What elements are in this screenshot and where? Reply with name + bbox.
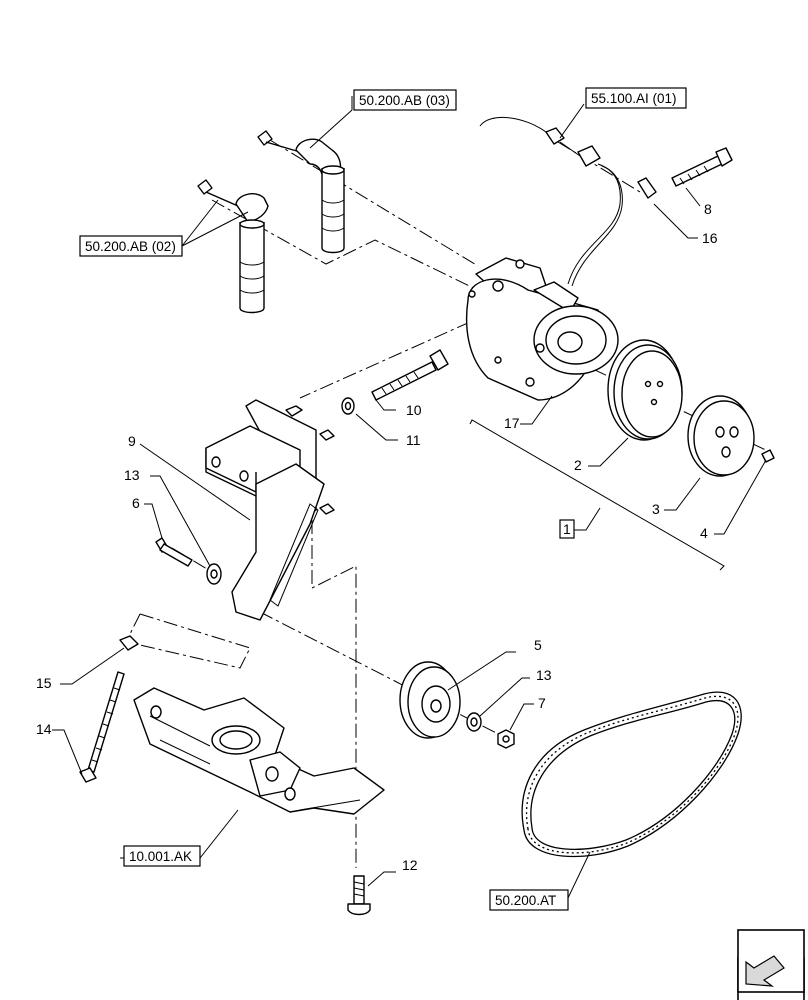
- screw-4: [761, 449, 775, 463]
- ref-ak-label: 10.001.AK: [129, 849, 192, 864]
- pulley-2: [607, 339, 683, 441]
- callout-16: 16: [702, 230, 718, 246]
- bracket-9: [205, 399, 335, 621]
- nut-7: [497, 729, 515, 749]
- next-page-arrow-icon[interactable]: [737, 929, 805, 1000]
- hose-lower: [197, 179, 269, 314]
- ref-ab03-label: 50.200.AB (03): [359, 93, 450, 108]
- ref-box-ai01[interactable]: 55.100.AI (01): [585, 87, 687, 109]
- clip-15: [119, 635, 139, 651]
- ref-ab02-label: 50.200.AB (02): [85, 239, 176, 254]
- bolt-10: [371, 349, 449, 401]
- compressor-17: [465, 257, 619, 401]
- ref-at-label: 50.200.AT: [495, 893, 556, 908]
- clip-16: [637, 177, 657, 199]
- callout-8: 8: [704, 201, 712, 217]
- ref-box-ab02[interactable]: 50.200.AB (02): [79, 235, 183, 257]
- callout-14: 14: [36, 721, 52, 737]
- callout-13-lower: 13: [536, 667, 552, 683]
- washer-13-lower: [466, 712, 482, 732]
- washer-11: [341, 397, 355, 415]
- callout-10: 10: [406, 402, 422, 418]
- callout-15: 15: [36, 675, 52, 691]
- washer-13-upper: [206, 563, 222, 585]
- callout-11: 11: [406, 432, 421, 448]
- ref-box-ab03[interactable]: 50.200.AB (03): [353, 89, 457, 111]
- engine-bracket: [133, 687, 385, 815]
- bolt-6: [155, 537, 193, 567]
- idler-pulley-5: [399, 661, 461, 739]
- bolt-12: [347, 875, 371, 916]
- ref-box-ak[interactable]: 10.001.AK: [123, 845, 201, 867]
- callout-1: 1: [563, 521, 571, 537]
- callout-4: 4: [700, 525, 708, 541]
- callout-12: 12: [402, 857, 418, 873]
- ref-box-at[interactable]: 50.200.AT: [489, 889, 569, 911]
- callout-6: 6: [132, 495, 140, 511]
- callout-3: 3: [652, 501, 660, 517]
- wire-harness: [479, 116, 623, 287]
- drive-belt: [521, 691, 742, 858]
- cable-tie-14: [79, 671, 125, 783]
- hose-upper: [257, 130, 345, 254]
- callout-numbers: 8 16 10 11 17 2 3 4 9 13 6 15 14 5 13 7 …: [36, 201, 718, 873]
- leader-lines: [52, 96, 767, 899]
- callout-13-upper: 13: [124, 467, 140, 483]
- callout-2: 2: [574, 457, 582, 473]
- callout-7: 7: [538, 695, 546, 711]
- bolt-8: [671, 147, 733, 187]
- ref-ai01-label: 55.100.AI (01): [591, 91, 677, 106]
- plate-3: [687, 395, 755, 477]
- ref-box-1[interactable]: 1: [559, 519, 575, 539]
- callout-17: 17: [504, 415, 520, 431]
- callout-5: 5: [534, 637, 542, 653]
- callout-9: 9: [128, 433, 136, 449]
